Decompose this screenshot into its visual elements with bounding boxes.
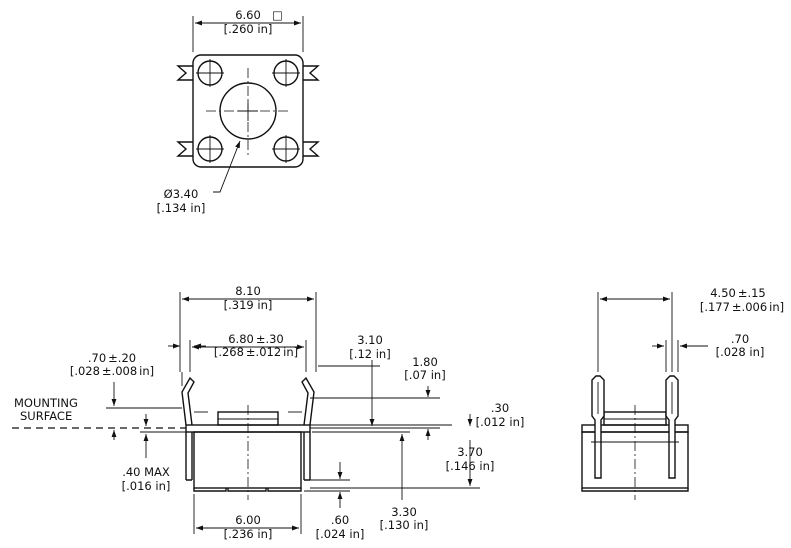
front-view-lead-left [181, 376, 195, 481]
lead-span-in: [.319 in] [224, 298, 273, 312]
total-height-in: [.146 in] [446, 459, 495, 473]
mounting-surface-label-1: MOUNTING [14, 396, 78, 410]
plate-thickness-in: [.012 in] [476, 415, 525, 429]
inner-span-mm: 6.80 [228, 332, 254, 346]
lead-thickness-in: [.028 [70, 364, 100, 378]
bend-height-mm: 1.80 [412, 355, 438, 369]
side-view-pin-right [665, 375, 679, 479]
pin-pitch-tolerance: ±.15 [738, 286, 766, 300]
standoff-in: [.016 in] [122, 479, 171, 493]
pin-pitch-in: [.177 [700, 300, 730, 314]
terminal-tab-top-left [176, 65, 193, 81]
corner-hole-top-left [196, 59, 224, 87]
bend-height-in: [.07 in] [404, 368, 445, 382]
actuator-diameter-mm: Ø3.40 [164, 187, 199, 201]
corner-hole-bottom-left [196, 135, 224, 163]
lead-thickness-in-close: in] [139, 364, 154, 378]
lead-thickness-tolerance: ±.20 [108, 351, 136, 365]
base-width-in: [.236 in] [224, 527, 273, 541]
pin-width-mm: .70 [731, 332, 749, 346]
inner-span-in-tolerance: ±.012 [246, 345, 281, 359]
corner-hole-bottom-right [272, 135, 300, 163]
front-view-lead-right [301, 376, 315, 481]
terminal-tab-bottom-left [176, 141, 193, 157]
front-view-body [193, 431, 302, 489]
front-view-base-feet [193, 488, 302, 492]
lead-thickness-in-tolerance: ±.008 [102, 364, 137, 378]
foot-in: [.024 in] [316, 527, 365, 541]
top-view-body [192, 54, 304, 168]
body-height-in: [.130 in] [380, 518, 429, 532]
svg-text:.70±.20: .70±.20 [88, 351, 136, 365]
front-view: MOUNTING SURFACE 8.10 [.319 in] 6.80±.30… [12, 284, 524, 541]
mounting-surface-label-2: SURFACE [20, 409, 72, 423]
total-height-mm: 3.70 [457, 445, 483, 459]
top-view: 6.60 □ [.260 in] Ø3.40 [.134 in] [157, 8, 320, 215]
lead-span-mm: 8.10 [235, 284, 261, 298]
lead-thickness-mm: .70 [88, 351, 106, 365]
pin-width-in: [.028 in] [716, 345, 765, 359]
foot-mm: .60 [331, 513, 349, 527]
top-width-square-symbol: □ [272, 8, 283, 22]
corner-hole-top-right [272, 59, 300, 87]
pin-pitch-mm: 4.50 [710, 286, 736, 300]
side-view-pin-left [591, 375, 605, 479]
base-width-mm: 6.00 [235, 513, 261, 527]
top-width-mm: 6.60 [235, 8, 261, 22]
inner-span-tolerance: ±.30 [256, 332, 284, 346]
standoff-mm: .40 MAX [122, 465, 170, 479]
pin-pitch-in-tolerance: ±.006 [732, 300, 767, 314]
terminal-tab-top-right [303, 65, 320, 81]
body-height-mm: 3.30 [391, 505, 417, 519]
inner-span-in: [.268 [214, 345, 244, 359]
svg-text:4.50±.15: 4.50±.15 [710, 286, 766, 300]
svg-text:6.80±.30: 6.80±.30 [228, 332, 284, 346]
lead-offset-in: [.12 in] [349, 347, 390, 361]
top-width-in: [.260 in] [224, 22, 273, 36]
inner-span-in-close: in] [283, 345, 298, 359]
terminal-tab-bottom-right [303, 141, 320, 157]
actuator-diameter-in: [.134 in] [157, 201, 206, 215]
pin-pitch-in-close: in] [769, 300, 784, 314]
lead-offset-mm: 3.10 [357, 333, 383, 347]
plate-thickness-mm: .30 [491, 401, 509, 415]
